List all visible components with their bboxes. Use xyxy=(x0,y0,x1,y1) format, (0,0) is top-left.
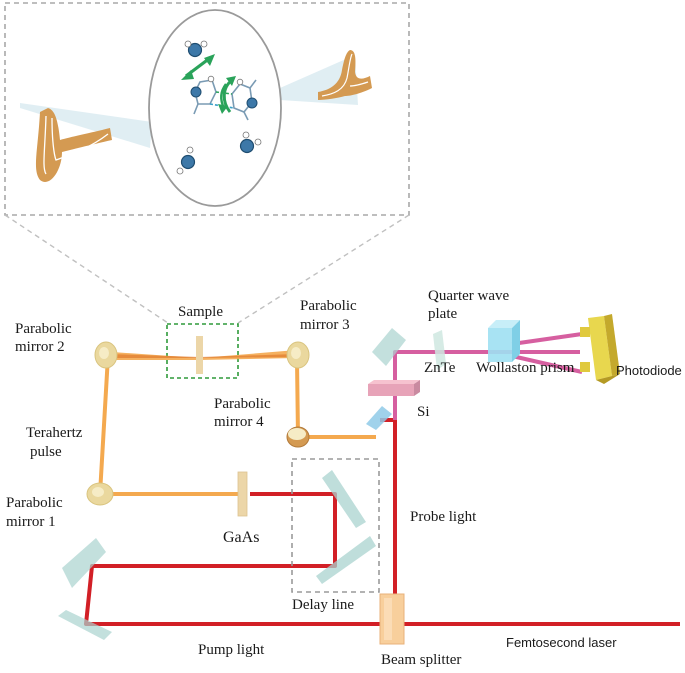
atom-a xyxy=(190,86,202,98)
delay-line-region xyxy=(291,458,380,593)
wollaston-prism xyxy=(488,320,520,362)
parabolic-mirror-3 xyxy=(286,341,310,369)
parabolic-mirror-1 xyxy=(86,482,114,506)
label-parabolic-mirror-2-line1: Parabolic xyxy=(15,321,72,337)
label-gaas: GaAs xyxy=(223,529,259,546)
delay-mirror-upper xyxy=(322,470,366,528)
pump-mirror-lower xyxy=(58,610,112,640)
label-beam-splitter: Beam splitter xyxy=(381,652,461,668)
quarter-wave-plate xyxy=(433,330,446,370)
label-znte: ZnTe xyxy=(424,360,456,376)
znte-crystal xyxy=(368,380,420,396)
label-si: Si xyxy=(417,404,430,420)
pump-mirror-upper xyxy=(62,538,106,588)
delay-mirror-lower xyxy=(316,536,376,584)
spectrum-left-icon xyxy=(35,108,113,182)
label-quarter-wave-plate-line1: Quarter wave xyxy=(428,288,510,304)
sample-region xyxy=(166,323,239,379)
atom-h-a xyxy=(207,75,215,83)
label-quarter-wave-plate-line2: plate xyxy=(428,306,457,322)
probe-beam-path xyxy=(380,332,583,624)
probe-mirror xyxy=(372,328,406,366)
label-pump-light: Pump light xyxy=(198,642,265,658)
spectrum-right-icon xyxy=(318,50,372,100)
vibration-arrows xyxy=(181,54,236,114)
zoom-inset xyxy=(4,2,410,324)
label-photodiode: Photodiode xyxy=(616,363,682,378)
water-molecule-bottom-left xyxy=(176,146,196,175)
inset-frame xyxy=(4,2,410,216)
inset-connector-right xyxy=(237,214,410,324)
label-sample: Sample xyxy=(178,304,223,320)
label-parabolic-mirror-4-line1: Parabolic xyxy=(214,396,271,412)
gaas-emitter xyxy=(237,471,248,517)
label-parabolic-mirror-4-line2: mirror 4 xyxy=(214,414,264,430)
label-parabolic-mirror-3-line1: Parabolic xyxy=(300,298,357,314)
label-probe-light: Probe light xyxy=(410,509,477,525)
label-wollaston-prism: Wollaston prism xyxy=(476,360,575,376)
label-parabolic-mirror-1-line2: mirror 1 xyxy=(6,514,56,530)
molecule-illustration xyxy=(176,40,262,175)
pump-beam-path xyxy=(84,492,680,626)
label-parabolic-mirror-1-line1: Parabolic xyxy=(6,495,63,511)
inset-connector-left xyxy=(4,214,169,324)
parabolic-mirror-4 xyxy=(286,426,310,448)
label-terahertz-pulse-line1: Terahertz xyxy=(26,425,83,441)
water-molecule-top xyxy=(184,40,208,58)
parabolic-mirror-2 xyxy=(94,341,118,369)
label-femtosecond-laser: Femtosecond laser xyxy=(506,635,617,650)
atom-h-b xyxy=(236,78,244,86)
molecule-ellipse xyxy=(148,9,282,207)
label-parabolic-mirror-3-line2: mirror 3 xyxy=(300,317,350,333)
label-delay-line: Delay line xyxy=(292,597,354,613)
label-parabolic-mirror-2-line2: mirror 2 xyxy=(15,339,65,355)
photodiode xyxy=(580,314,620,384)
beam-splitter xyxy=(379,593,405,645)
water-molecule-bottom-right xyxy=(239,131,262,154)
sample-slab xyxy=(196,336,203,374)
thz-focus-core xyxy=(108,354,297,358)
atom-b xyxy=(246,97,258,109)
label-terahertz-pulse-line2: pulse xyxy=(30,444,62,460)
si-wafer xyxy=(366,406,392,430)
